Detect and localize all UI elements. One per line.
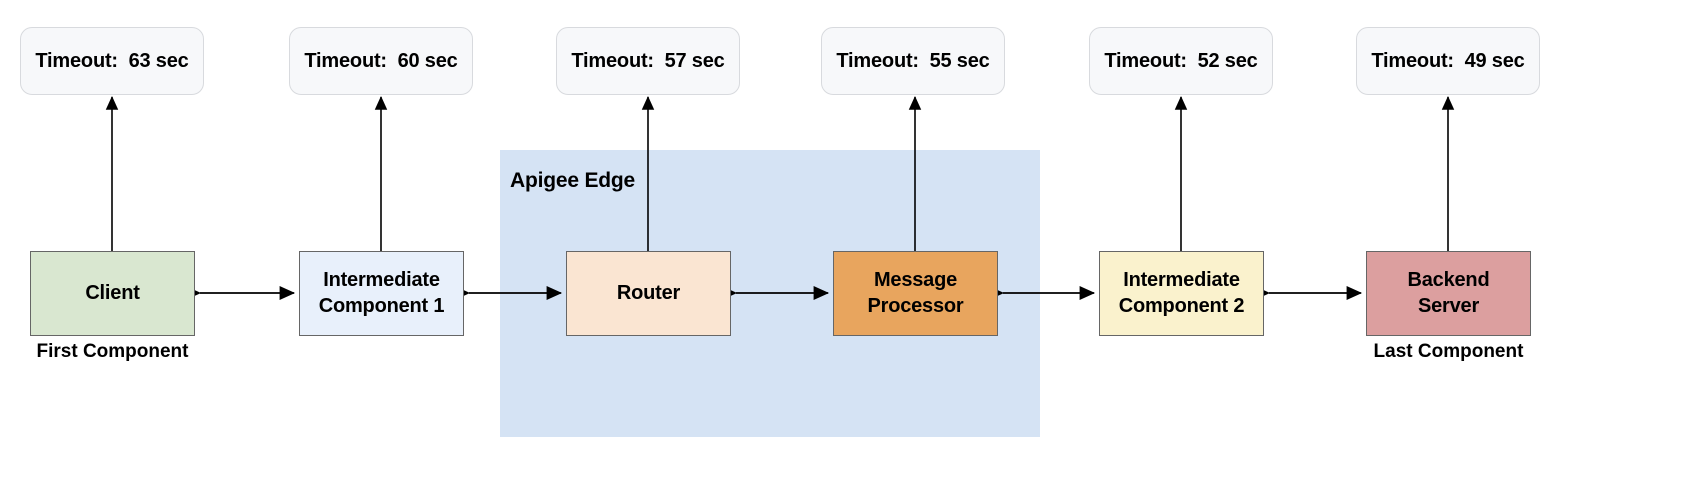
node-router: Router <box>566 251 731 336</box>
node-intermediate-component-1: Intermediate Component 1 <box>299 251 464 336</box>
node-backend-server: Backend Server <box>1366 251 1531 336</box>
node-message-processor: Message Processor <box>833 251 998 336</box>
timeout-router-box: Timeout: 57 sec <box>556 27 740 95</box>
timeout-ic2-label: Timeout: 52 sec <box>1104 49 1258 72</box>
timeout-client-box: Timeout: 63 sec <box>20 27 204 95</box>
timeout-router-label: Timeout: 57 sec <box>571 49 725 72</box>
timeout-backend-box: Timeout: 49 sec <box>1356 27 1540 95</box>
timeout-ic2-box: Timeout: 52 sec <box>1089 27 1273 95</box>
node-intermediate-component-2-label: Intermediate Component 2 <box>1118 268 1245 317</box>
timeout-client-label: Timeout: 63 sec <box>35 49 189 72</box>
timeout-mp-label: Timeout: 55 sec <box>836 49 990 72</box>
timeout-ic1-box: Timeout: 60 sec <box>289 27 473 95</box>
timeout-ic1-label: Timeout: 60 sec <box>304 49 458 72</box>
node-intermediate-component-1-label: Intermediate Component 1 <box>318 268 445 317</box>
caption-first-component: First Component <box>36 341 189 362</box>
node-client-label: Client <box>85 281 140 304</box>
caption-last-component: Last Component <box>1373 341 1524 362</box>
node-router-label: Router <box>616 281 681 304</box>
node-backend-server-label: Backend Server <box>1407 268 1490 317</box>
timeout-mp-box: Timeout: 55 sec <box>821 27 1005 95</box>
node-client: Client <box>30 251 195 336</box>
timeout-backend-label: Timeout: 49 sec <box>1371 49 1525 72</box>
node-message-processor-label: Message Processor <box>867 268 964 317</box>
node-intermediate-component-2: Intermediate Component 2 <box>1099 251 1264 336</box>
apigee-edge-group-label: Apigee Edge <box>510 169 635 192</box>
